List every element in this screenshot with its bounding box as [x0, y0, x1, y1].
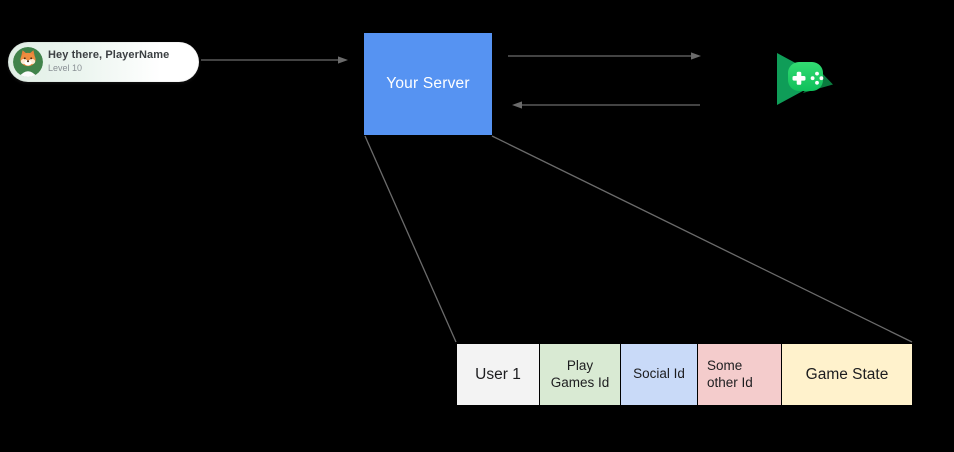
table-cell-game-state: Game State: [781, 343, 913, 406]
your-server-box: Your Server: [364, 33, 492, 135]
google-play-games-icon: [777, 53, 833, 105]
your-server-label: Your Server: [386, 75, 470, 92]
player-greeting-card: Hey there, PlayerName Level 10: [8, 42, 199, 82]
table-cell-play-games-id: Play Games Id: [539, 343, 621, 406]
arrowhead-right-icon: [691, 52, 701, 60]
table-cell-some-other-id: Some other Id: [697, 343, 782, 406]
projection-line-left: [364, 135, 457, 343]
gamepad: [788, 62, 824, 91]
table-cell-user: User 1: [456, 343, 540, 406]
table-cell-social-id: Social Id: [620, 343, 698, 406]
arrowhead-right-icon: [338, 56, 348, 64]
arrowhead-left-icon: [512, 101, 522, 109]
projection-line-right: [491, 135, 913, 343]
player-level-text: Level 10: [48, 63, 83, 73]
fox-avatar-icon: [13, 47, 43, 77]
user-record-table: User 1 Play Games Id Social Id Some othe…: [456, 343, 913, 406]
player-greeting-text: Hey there, PlayerName: [48, 49, 170, 61]
